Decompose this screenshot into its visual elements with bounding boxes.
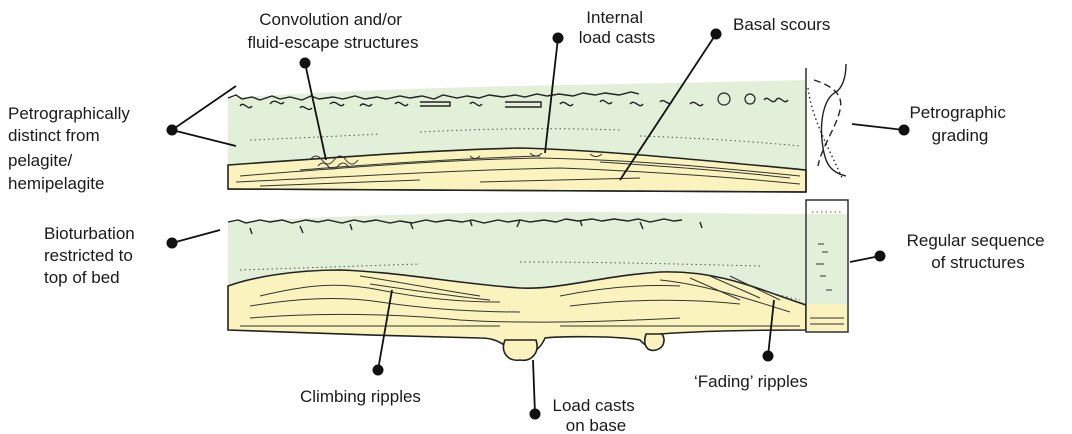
label-fading-ripples: ‘Fading’ ripples [694, 372, 808, 391]
label-petro-line2: distinct from [8, 126, 100, 145]
label-petrographically-distinct: Petrographically distinct from pelagite/… [8, 104, 135, 193]
label-grading-line1: Petrographic [909, 103, 1006, 122]
label-bioturbation-line3: top of bed [44, 268, 120, 287]
lower-bed [228, 212, 806, 360]
label-internal-load-casts-line1: Internal [586, 8, 643, 27]
label-regular-sequence: Regular sequence of structures [907, 231, 1050, 272]
label-bioturbation-line1: Bioturbation [44, 224, 135, 243]
upper-bed [228, 80, 806, 192]
label-convolution-line2: fluid-escape structures [247, 33, 418, 52]
petrographic-grading-graph [806, 64, 846, 192]
label-convolution-line1: Convolution and/or [259, 10, 402, 29]
label-internal-load-casts-line2: load casts [579, 28, 656, 47]
label-internal-load-casts: Internal load casts [579, 8, 656, 47]
label-regular-line1: Regular sequence [907, 231, 1045, 250]
label-convolution: Convolution and/or fluid-escape structur… [247, 10, 418, 52]
label-petro-line4: hemipelagite [8, 174, 104, 193]
regular-sequence-column [806, 200, 848, 332]
label-bioturbation: Bioturbation restricted to top of bed [44, 224, 139, 287]
label-climbing-ripples: Climbing ripples [300, 387, 421, 406]
label-petro-line3: pelagite/ [8, 151, 73, 170]
label-regular-line2: of structures [931, 253, 1025, 272]
label-petrographic-grading: Petrographic grading [909, 103, 1010, 145]
label-grading-line2: grading [932, 126, 989, 145]
label-load-casts-line2: on base [566, 416, 627, 434]
label-basal-scours: Basal scours [733, 15, 830, 34]
label-petro-line1: Petrographically [8, 104, 130, 123]
label-load-casts-on-base: Load casts on base [553, 396, 640, 434]
label-load-casts-line1: Load casts [553, 396, 635, 415]
label-bioturbation-line2: restricted to [44, 246, 133, 265]
